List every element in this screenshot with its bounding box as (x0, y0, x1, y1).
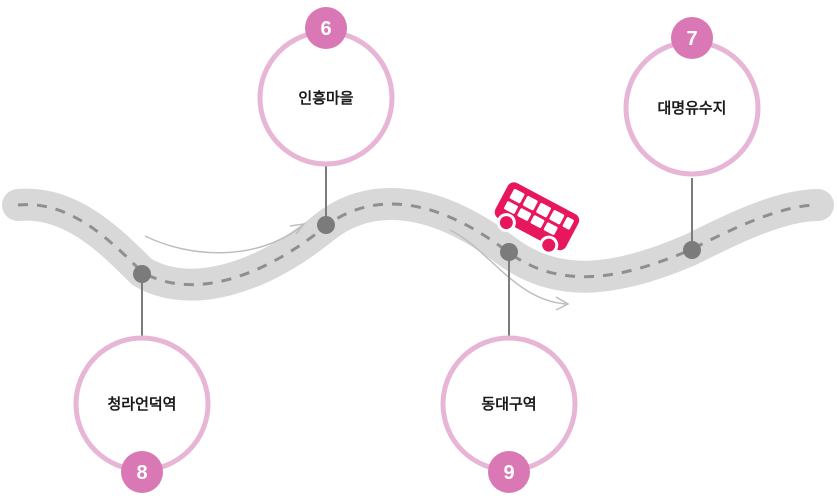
stop-badge (671, 17, 713, 59)
pin-6 (317, 216, 335, 234)
stop-label: 인흥마을 (298, 89, 353, 107)
bus-icon (494, 182, 580, 255)
stop-8: 8 청라언덕역 (73, 335, 211, 493)
direction-arrow-icon (144, 222, 306, 254)
stop-badge (121, 451, 163, 493)
pin-7 (683, 241, 701, 259)
stop-badge (305, 7, 347, 49)
stop-6: 6 인흥마을 (257, 7, 395, 167)
stop-number: 9 (503, 462, 514, 484)
stop-number: 7 (686, 28, 697, 50)
stop-number: 6 (320, 18, 331, 40)
stop-9: 9 동대구역 (440, 335, 578, 493)
stop-label: 청라언덕역 (107, 395, 176, 413)
stop-7: 7 대명유수지 (623, 17, 761, 177)
stop-number: 8 (136, 462, 147, 484)
pin-8 (133, 265, 151, 283)
stop-label: 동대구역 (481, 395, 536, 413)
direction-arrow-icon (449, 229, 570, 311)
pin-9 (500, 243, 518, 261)
stop-label: 대명유수지 (657, 99, 726, 117)
stop-badge (488, 451, 530, 493)
